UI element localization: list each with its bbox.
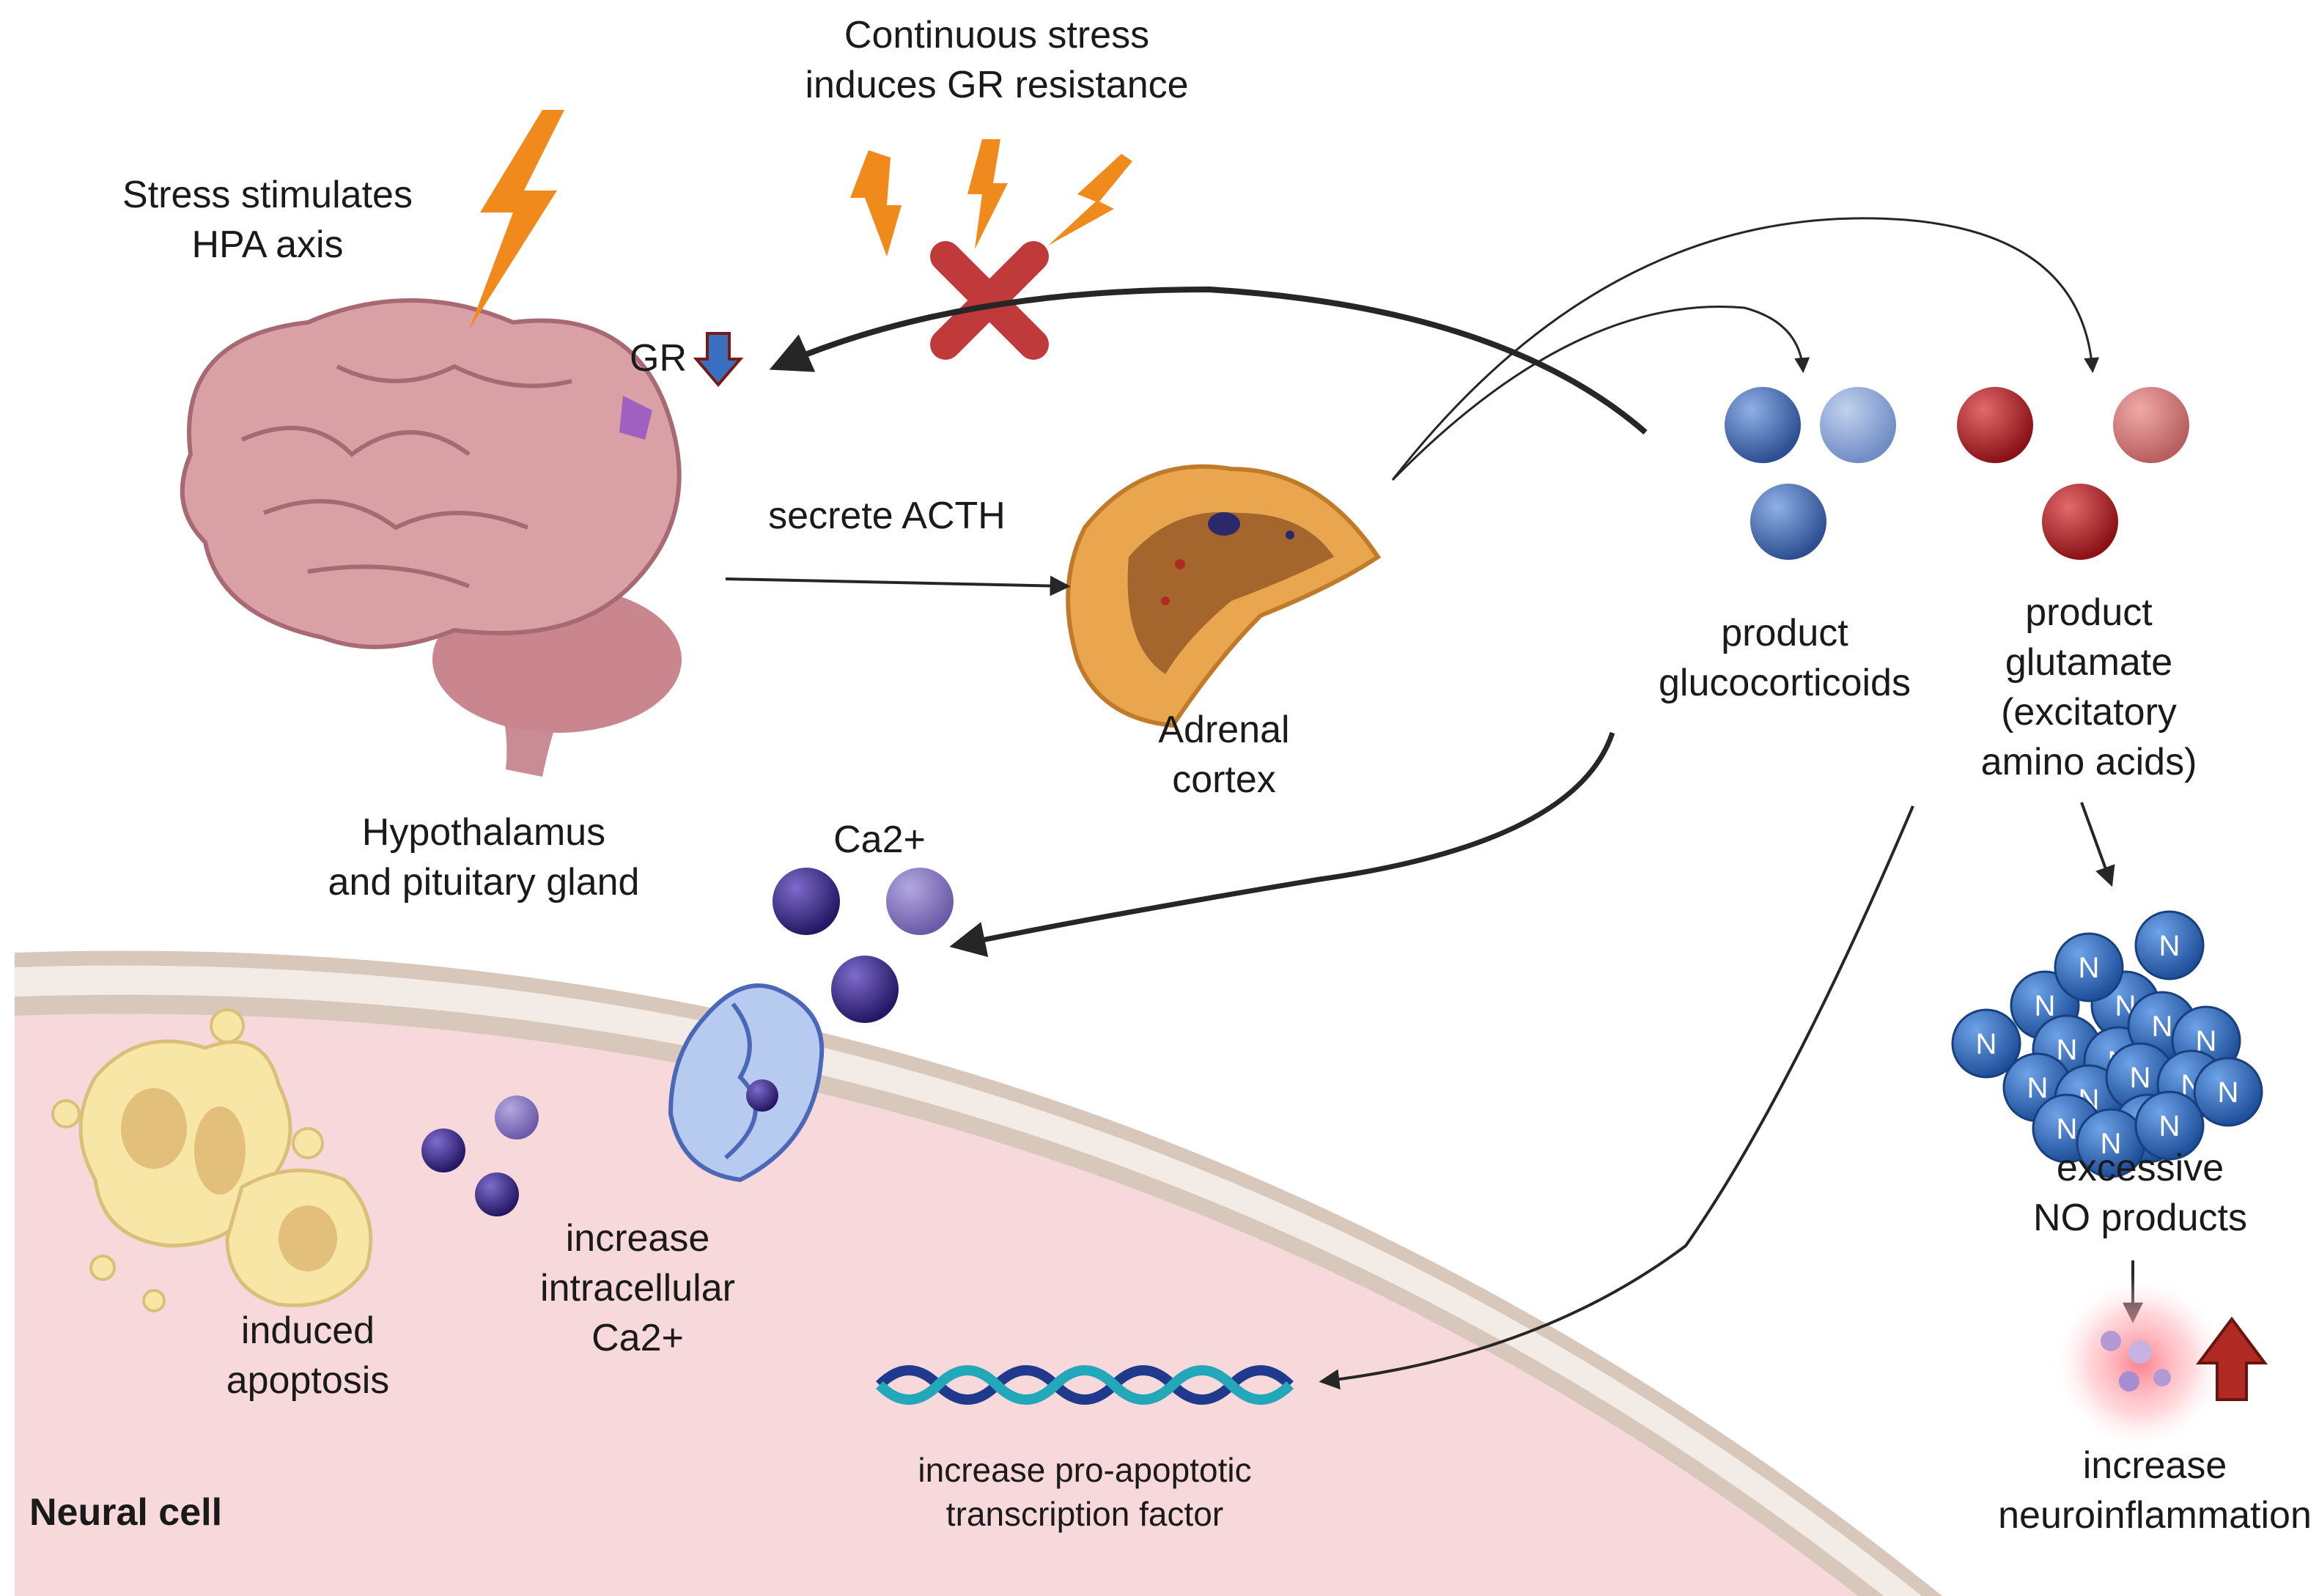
apoptotic-cell-illustration — [51, 1008, 373, 1312]
glutamate-molecule — [2042, 484, 2118, 560]
cell-cytoplasm — [15, 1013, 1858, 1596]
calcium-ions — [773, 868, 954, 1023]
arrow-to-transcription — [1319, 805, 1914, 1390]
label-intracellular-ca: increase intracellular Ca2+ — [540, 1217, 735, 1359]
neural-cell — [15, 950, 1942, 1596]
calcium-ion — [495, 1096, 539, 1139]
label-glutamate: product glutamate (excitatory amino acid… — [1980, 591, 2197, 783]
no-molecule — [1951, 1008, 2021, 1079]
down-arrow-icon — [693, 332, 744, 388]
cerebrum — [180, 298, 682, 649]
no-molecule-letter: N — [2057, 1113, 2078, 1145]
neuroinflammation-illustration — [2052, 1275, 2228, 1451]
arrow-adrenal-to-glucocorticoids — [1391, 306, 1810, 481]
glucocorticoid-molecule — [1750, 484, 1826, 560]
calcium-ion — [773, 868, 840, 935]
no-molecule — [2054, 932, 2124, 1002]
label-no-products: excessive NO products — [2033, 1147, 2247, 1239]
no-molecule — [2134, 1090, 2205, 1161]
calcium-ion — [475, 1172, 519, 1216]
no-molecule-letter: N — [2218, 1076, 2239, 1109]
lightning-icons — [469, 110, 1132, 330]
label-glucocorticoids: product glucocorticoids — [1659, 612, 1911, 704]
no-molecule-letter: N — [2027, 1072, 2049, 1104]
no-molecule-letter: N — [2035, 990, 2056, 1022]
glucocorticoid-molecules — [1725, 387, 1896, 560]
calcium-ion — [886, 868, 954, 935]
no-molecule-letter: N — [2159, 1110, 2180, 1142]
label-neuroinflammation: increase neuroinflammation — [1998, 1444, 2312, 1537]
no-molecule-letter: N — [2130, 1062, 2151, 1094]
intracellular-calcium-ions — [421, 1096, 539, 1216]
no-molecule-letter: N — [2159, 930, 2180, 962]
label-stress-hpa: Stress stimulates HPA axis — [122, 174, 413, 266]
label-neural-cell: Neural cell — [29, 1491, 223, 1534]
glutamate-molecule — [1957, 387, 2033, 463]
no-molecule-cluster: NNNNNNNNNNNNNNNNNN — [1951, 910, 2263, 1178]
label-continuous-stress: Continuous stress induces GR resistance — [805, 14, 1189, 106]
lightning-icon — [967, 139, 1008, 249]
lightning-icon — [1048, 154, 1132, 245]
no-molecule-letter: N — [2079, 952, 2100, 984]
gr-receptor — [619, 396, 652, 440]
glucocorticoid-molecule — [1820, 387, 1896, 463]
arrow-to-calcium — [949, 731, 1615, 958]
brain-illustration — [180, 298, 682, 777]
label-secrete-acth: secrete ACTH — [768, 495, 1006, 537]
arrow-adrenal-to-glutamate — [1391, 217, 2100, 481]
no-molecule — [2193, 1057, 2263, 1127]
arrow-feedback-gr — [769, 286, 1648, 435]
no-molecule — [2134, 910, 2205, 980]
up-arrow-icon — [2196, 1316, 2268, 1401]
label-gr: GR — [630, 337, 687, 380]
glutamate-molecules — [1957, 387, 2189, 560]
glucocorticoid-molecule — [1725, 387, 1801, 463]
no-molecule-letter: N — [2152, 1011, 2173, 1043]
lightning-icon — [850, 150, 902, 256]
label-apoptosis: induced apoptosis — [226, 1309, 390, 1402]
lightning-icon — [469, 110, 564, 330]
label-adrenal-cortex: Adrenal cortex — [1158, 709, 1290, 801]
calcium-ion — [746, 1079, 778, 1112]
dna-helix-icon — [876, 1365, 1294, 1405]
arrow-acth — [725, 575, 1071, 596]
adrenal-cortex-illustration — [1066, 464, 1382, 728]
no-molecule-letter: N — [2101, 1128, 2122, 1160]
calcium-ion — [421, 1128, 465, 1172]
label-hypothalamus: Hypothalamus and pituitary gland — [328, 811, 640, 904]
calcium-channel — [668, 983, 825, 1183]
glutamate-molecule — [2113, 387, 2189, 463]
label-ca2: Ca2+ — [833, 819, 926, 861]
no-molecule-letter: N — [1976, 1028, 1997, 1060]
cross-icon — [930, 241, 1049, 360]
arrow-to-no — [2080, 802, 2115, 887]
arrows — [725, 217, 2143, 1390]
label-transcription: increase pro-apoptotic transcription fac… — [918, 1451, 1252, 1533]
calcium-ion — [831, 956, 899, 1023]
